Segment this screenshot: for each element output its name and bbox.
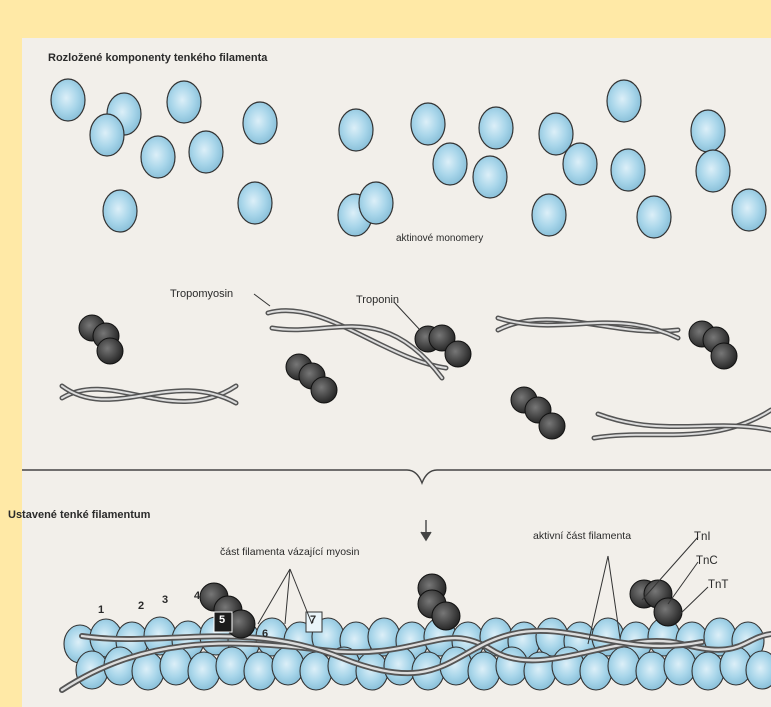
- assembled-filament: [62, 574, 771, 690]
- actin-monomer: [732, 189, 766, 231]
- tni-label: TnI: [694, 531, 711, 543]
- tropomyosin-strand: [594, 410, 771, 438]
- section-title-disassembled: Rozložené komponenty tenkého filamenta: [48, 52, 267, 64]
- free-tropomyosin-strands: [62, 311, 771, 438]
- troponin-complex: [418, 574, 460, 630]
- myosin-binding-label: část filamenta vázající myosin: [220, 546, 359, 558]
- actin-monomer: [611, 149, 645, 191]
- troponin-complex: [511, 387, 565, 439]
- monomer-number-3: 3: [162, 594, 168, 606]
- actin-monomer: [189, 131, 223, 173]
- tnc-label: TnC: [696, 555, 718, 567]
- actin-monomer: [411, 103, 445, 145]
- actin-monomer: [339, 109, 373, 151]
- monomer-number-6: 6: [262, 628, 268, 640]
- monomer-number-4: 4: [194, 590, 200, 602]
- monomer-number-7: 7: [310, 614, 316, 626]
- section-bracket: [22, 470, 771, 540]
- section-title-assembled: Ustavené tenké filamentum: [8, 509, 150, 521]
- monomer-number-1: 1: [98, 604, 104, 616]
- actin-monomer: [90, 114, 124, 156]
- filament-actin-chain: [64, 617, 771, 690]
- actin-monomer: [167, 81, 201, 123]
- tnt-label: TnT: [708, 579, 728, 591]
- free-actin-monomers: [51, 79, 766, 238]
- tropomyosin-strand: [62, 386, 236, 403]
- actin-monomer: [359, 182, 393, 224]
- actin-monomer: [479, 107, 513, 149]
- actin-monomer: [563, 143, 597, 185]
- actin-monomer: [238, 182, 272, 224]
- tropomyosin-strand: [498, 318, 678, 338]
- free-troponin-complexes: [79, 315, 737, 439]
- actin-monomers-label: aktinové monomery: [396, 233, 483, 244]
- actin-monomer: [532, 194, 566, 236]
- troponin-complex: [286, 354, 337, 403]
- active-part-label: aktivní část filamenta: [533, 530, 631, 542]
- troponin-label: Troponin: [356, 294, 399, 306]
- actin-monomer: [103, 190, 137, 232]
- troponin-complex: [630, 580, 682, 626]
- actin-monomer: [433, 143, 467, 185]
- actin-monomer: [141, 136, 175, 178]
- actin-monomer: [51, 79, 85, 121]
- diagram-page: Rozložené komponenty tenkého filamenta a…: [22, 38, 771, 707]
- monomer-number-2: 2: [138, 600, 144, 612]
- actin-monomer: [637, 196, 671, 238]
- tropomyosin-label: Tropomyosin: [170, 288, 233, 300]
- actin-monomer: [607, 80, 641, 122]
- troponin-complex: [79, 315, 123, 364]
- actin-monomer: [243, 102, 277, 144]
- thin-filament-diagram: [22, 38, 771, 707]
- troponin-complex: [689, 321, 737, 369]
- monomer-number-5: 5: [219, 614, 225, 626]
- actin-monomer: [473, 156, 507, 198]
- actin-monomer: [696, 150, 730, 192]
- actin-monomer: [691, 110, 725, 152]
